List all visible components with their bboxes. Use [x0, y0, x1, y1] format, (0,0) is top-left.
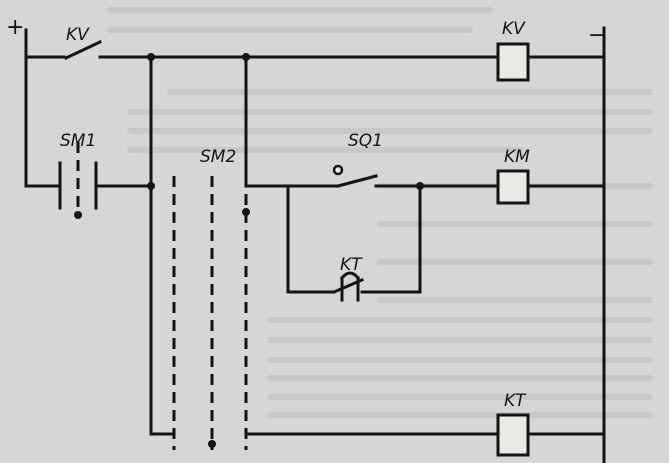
kv-coil	[496, 42, 530, 82]
sq1-label: SQ1	[348, 131, 383, 151]
sm2-button: SM2	[149, 55, 500, 450]
kv-contact-label: KV	[66, 25, 90, 45]
kt-coil-label: KT	[504, 391, 527, 411]
kt-contact-label: KT	[340, 255, 363, 275]
sq1-roller	[332, 164, 344, 176]
sm2-label: SM2	[200, 147, 236, 167]
sq1-contact-blade	[336, 174, 378, 188]
background-print	[107, 7, 653, 418]
kt-coil	[496, 413, 530, 457]
km-coil-label: KM	[504, 147, 530, 167]
rung-kt: KT	[496, 391, 606, 457]
km-coil	[496, 169, 530, 205]
kv-contact-blade	[64, 40, 102, 60]
sm1-label: SM1	[60, 131, 96, 151]
sm1-button: SM1	[24, 131, 155, 219]
kv-coil-label: KV	[502, 19, 526, 39]
plus-sign: +	[6, 15, 24, 40]
rung-kv: KV KV	[24, 19, 606, 82]
minus-sign: −	[588, 23, 606, 48]
rung-km: SQ1 KM KT	[244, 131, 606, 302]
